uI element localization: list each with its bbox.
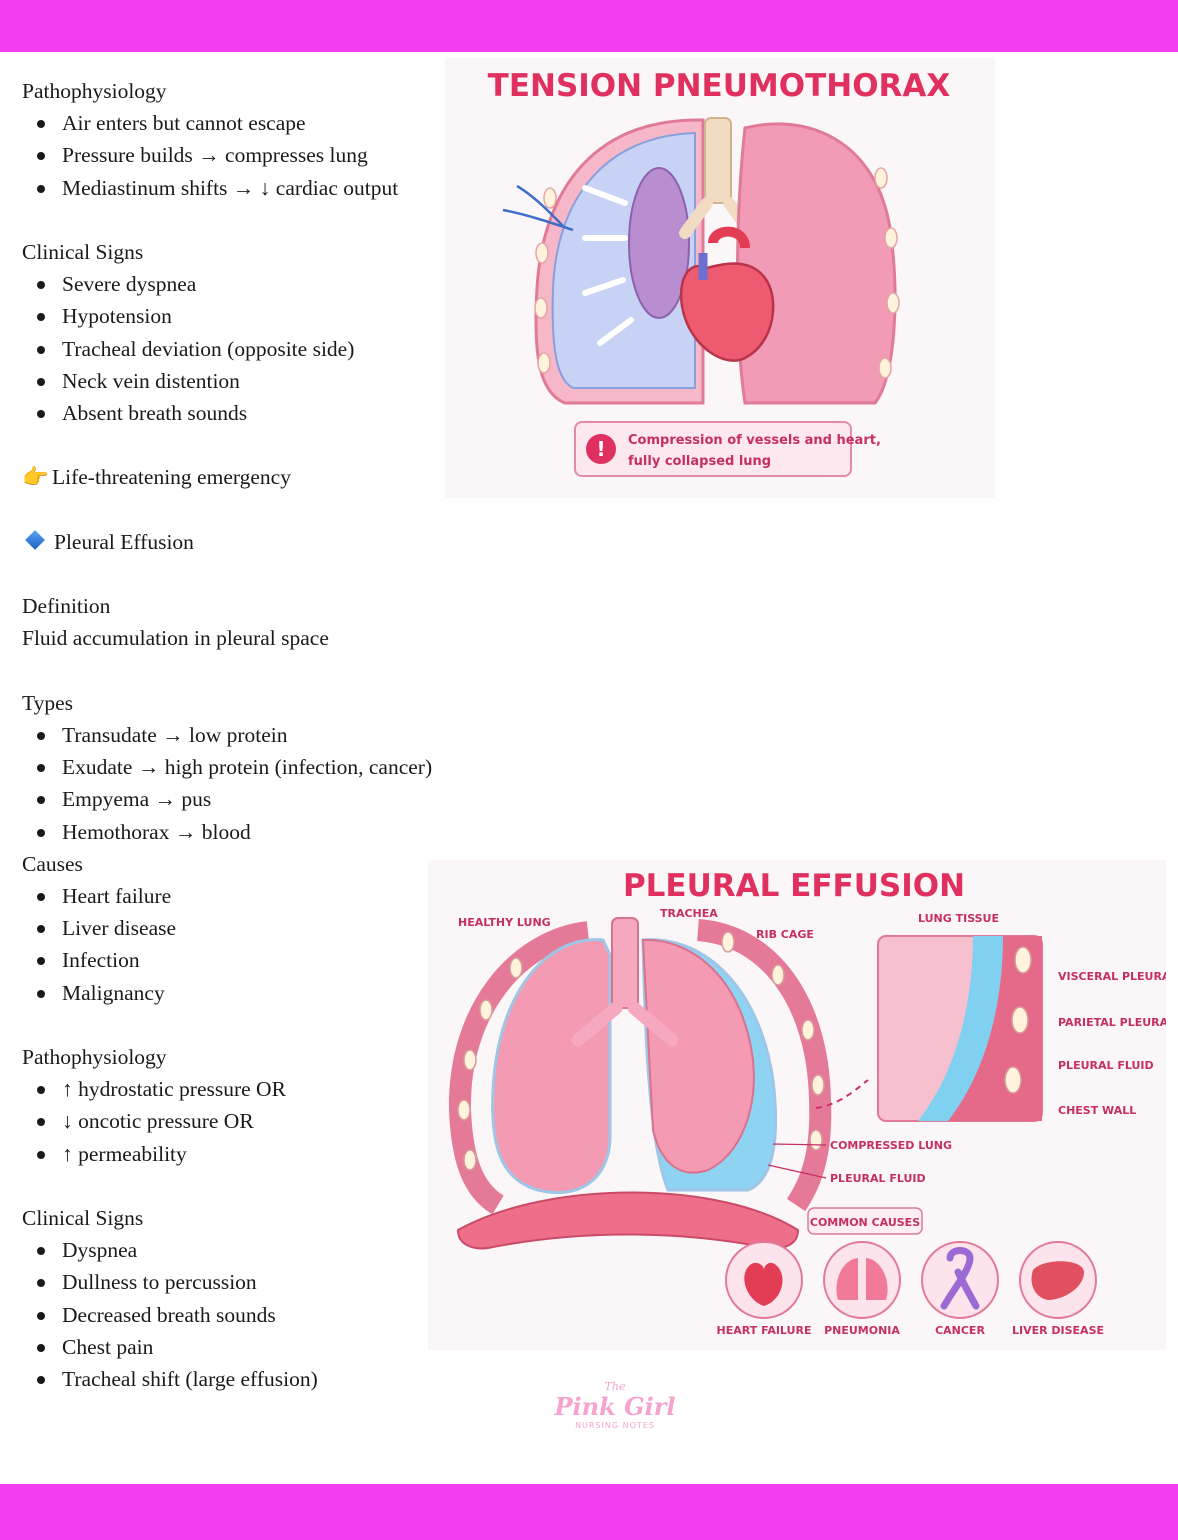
label-common-causes: COMMON CAUSES [810, 1216, 920, 1229]
label-healthy-lung: HEALTHY LUNG [458, 916, 551, 929]
cause-label: CANCER [935, 1324, 985, 1337]
causes-heading: Causes [22, 851, 83, 876]
cause-liver-disease: LIVER DISEASE [1012, 1241, 1104, 1337]
list-item: Empyema → pus [22, 783, 492, 815]
list-item: Tracheal deviation (opposite side) [22, 333, 492, 365]
list-item: Tracheal shift (large effusion) [22, 1363, 492, 1395]
list-item: Dullness to percussion [22, 1266, 492, 1298]
figure1-title: TENSION PNEUMOTHORAX [488, 68, 951, 104]
list-item: Pressure builds → compresses lung [22, 139, 492, 171]
label-pleural-fluid: PLEURAL FLUID [830, 1172, 926, 1185]
list-item: Chest pain [22, 1331, 492, 1363]
cause-label: HEART FAILURE [717, 1324, 812, 1337]
cause-pneumonia: PNEUMONIA [823, 1241, 901, 1337]
emergency-note: 👉Life-threatening emergency [22, 461, 492, 493]
effusion-patho-list: ↑ hydrostatic pressure OR ↓ oncotic pres… [22, 1073, 492, 1170]
label-chest-wall: CHEST WALL [1058, 1104, 1136, 1117]
figure2-title: PLEURAL EFFUSION [623, 868, 965, 904]
label-compressed-lung: COMPRESSED LUNG [830, 1139, 952, 1152]
cause-label: PNEUMONIA [824, 1324, 900, 1337]
logo-subtitle: NURSING NOTES [575, 1421, 655, 1430]
notes-column: Pathophysiology Air enters but cannot es… [22, 75, 492, 1395]
pneumo-signs-list: Severe dyspnea Hypotension Tracheal devi… [22, 268, 492, 429]
section-title-text: Pleural Effusion [54, 529, 194, 554]
effusion-section-title: Pleural Effusion [22, 526, 492, 558]
label-parietal-pleura: PARIETAL PLEURA [1058, 1016, 1166, 1029]
list-item: Malignancy [22, 977, 492, 1009]
tension-pneumothorax-illustration: TENSION PNEUMOTHORAX ! Compression of ve… [445, 58, 995, 498]
effusion-patho-heading: Pathophysiology [22, 1045, 167, 1069]
list-item: Air enters but cannot escape [22, 107, 492, 139]
compressed-lung [641, 938, 755, 1174]
cause-heart-failure: HEART FAILURE [717, 1241, 812, 1337]
svg-text:!: ! [596, 437, 605, 461]
effusion-signs-list: Dyspnea Dullness to percussion Decreased… [22, 1234, 492, 1395]
logo-the: The [604, 1380, 626, 1393]
list-item: Decreased breath sounds [22, 1299, 492, 1331]
caption-line2: fully collapsed lung [628, 454, 771, 469]
pointing-hand-icon: 👉 [22, 465, 49, 490]
pneumo-signs-heading: Clinical Signs [22, 240, 144, 264]
common-causes-box [807, 1207, 923, 1235]
pleural-effusion-illustration: PLEURAL EFFUSION HEALTHY LUNG TRACHEA RI… [428, 860, 1166, 1350]
list-item: Exudate → high protein (infection, cance… [22, 751, 492, 783]
list-item: ↑ hydrostatic pressure OR [22, 1073, 492, 1105]
pneumo-patho-list: Air enters but cannot escape Pressure bu… [22, 107, 492, 204]
blue-diamond-icon [25, 529, 45, 550]
alert-icon [586, 434, 616, 464]
list-item: Neck vein distention [22, 365, 492, 397]
label-rib-cage: RIB CAGE [756, 928, 814, 941]
list-item: ↑ permeability [22, 1138, 492, 1170]
heart [679, 262, 775, 362]
top-band [0, 0, 1178, 52]
bottom-band [0, 1484, 1178, 1540]
ribbon-icon [940, 1247, 980, 1310]
label-pleural-fluid-inset: PLEURAL FLUID [1058, 1059, 1154, 1072]
lungs-icon [836, 1258, 888, 1300]
types-heading: Types [22, 690, 74, 715]
collapsed-lung [628, 167, 690, 319]
label-visceral-pleura: VISCERAL PLEURA [1058, 970, 1166, 983]
list-item: Liver disease [22, 912, 492, 944]
types-list: Transudate → low protein Exudate → high … [22, 719, 492, 848]
definition-text: Fluid accumulation in pleural space [22, 626, 329, 651]
caption-box [574, 421, 852, 477]
list-item: Hypotension [22, 300, 492, 332]
effusion-signs-heading: Clinical Signs [22, 1206, 144, 1230]
caption-line1: Compression of vessels and heart, [628, 433, 881, 448]
list-item: Dyspnea [22, 1234, 492, 1266]
list-item: Hemothorax → blood [22, 816, 492, 848]
trachea [611, 917, 639, 1009]
emergency-text: Life-threatening emergency [52, 465, 291, 490]
list-item: Infection [22, 944, 492, 976]
pink-girl-logo: The Pink Girl NURSING NOTES [535, 1380, 695, 1442]
cause-label: LIVER DISEASE [1012, 1324, 1104, 1337]
pneumo-patho-heading: Pathophysiology [22, 79, 167, 103]
list-item: ↓ oncotic pressure OR [22, 1105, 492, 1137]
list-item: Heart failure [22, 880, 492, 912]
list-item: Severe dyspnea [22, 268, 492, 300]
liver-icon [1031, 1261, 1084, 1300]
list-item: Mediastinum shifts → ↓ cardiac output [22, 172, 492, 204]
cause-cancer: CANCER [921, 1241, 999, 1337]
healthy-lung [491, 938, 612, 1195]
causes-list: Heart failure Liver disease Infection Ma… [22, 880, 492, 1009]
list-item: Absent breath sounds [22, 397, 492, 429]
list-item: Transudate → low protein [22, 719, 492, 751]
label-trachea: TRACHEA [660, 907, 718, 920]
label-lung-tissue: LUNG TISSUE [918, 912, 999, 925]
heart-icon [744, 1262, 783, 1306]
definition-heading: Definition [22, 594, 111, 619]
logo-name: Pink Girl [554, 1392, 676, 1421]
